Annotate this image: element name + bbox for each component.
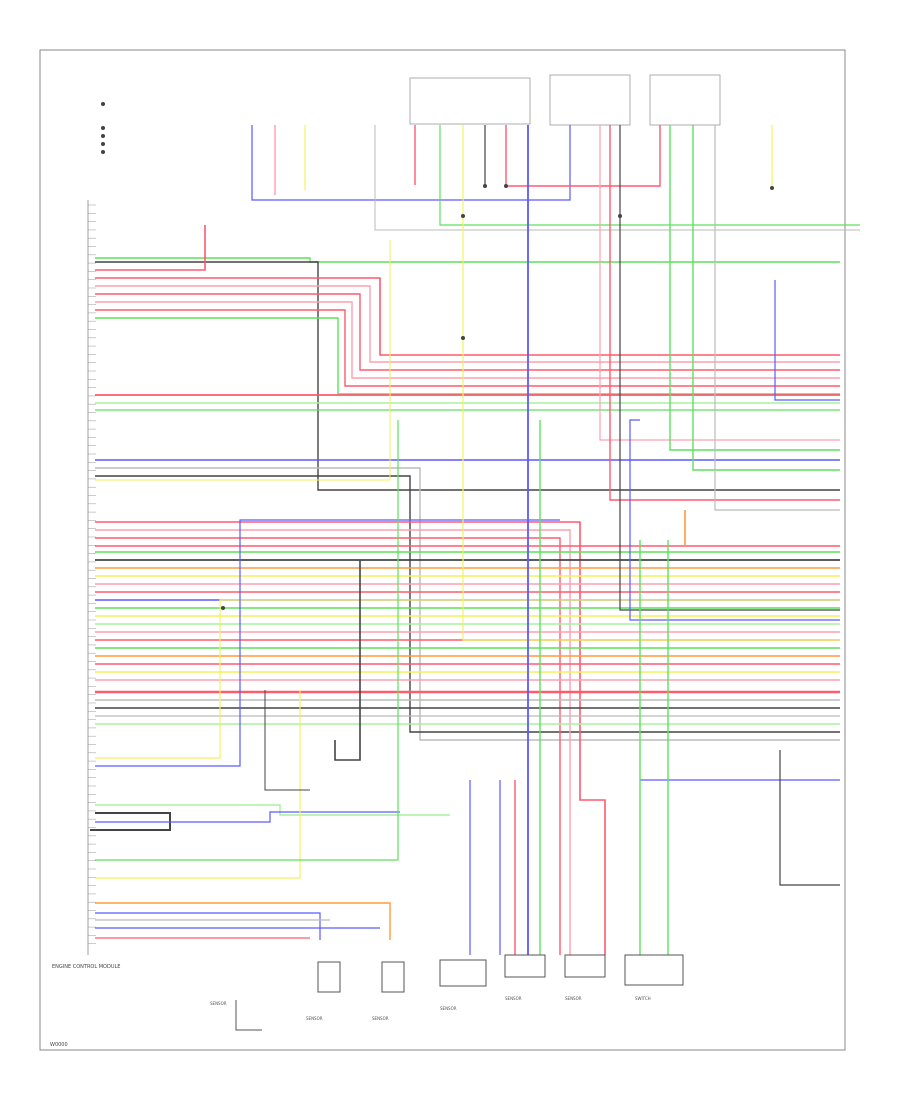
bottom-component-2 <box>381 961 405 993</box>
connector-dot <box>101 150 105 154</box>
wire <box>629 419 840 621</box>
wire <box>95 420 399 861</box>
connector-dot <box>504 184 508 188</box>
wire <box>95 912 321 940</box>
wire <box>439 125 860 226</box>
ecm-connector-column <box>88 204 96 945</box>
wire <box>95 521 606 955</box>
wire <box>95 293 840 371</box>
wire <box>251 125 571 201</box>
wire <box>95 519 560 767</box>
wire <box>774 280 840 401</box>
bottom-component-label-2: SENSOR <box>372 1016 389 1021</box>
bottom-component-1 <box>317 961 341 993</box>
relay-box-1 <box>409 77 531 125</box>
wire <box>95 475 840 733</box>
wire <box>95 225 206 271</box>
wire <box>264 690 310 791</box>
wire <box>619 125 840 611</box>
connector-dot <box>101 134 105 138</box>
wire <box>95 285 840 363</box>
wire <box>95 277 840 356</box>
wire <box>95 529 571 955</box>
wire <box>95 257 840 263</box>
connector-dot <box>770 186 774 190</box>
wire <box>95 690 301 879</box>
connector-dot <box>101 102 105 106</box>
wire <box>95 537 561 955</box>
wire <box>95 902 391 940</box>
connector-dot <box>221 606 225 610</box>
bottom-components <box>235 954 684 1031</box>
connector-dot <box>461 214 465 218</box>
wire <box>779 750 840 886</box>
wire <box>334 560 361 761</box>
wire <box>95 811 400 823</box>
diagram-frame <box>39 49 846 1051</box>
wire <box>95 309 840 387</box>
connector-dot <box>461 336 465 340</box>
wire <box>95 317 840 395</box>
relay-box-2 <box>549 74 631 126</box>
ecm-label: ENGINE CONTROL MODULE <box>52 964 120 970</box>
top-components <box>409 74 721 126</box>
wire <box>95 599 840 759</box>
connector-dot <box>618 214 622 218</box>
bottom-component-label-1: SENSOR <box>306 1016 323 1021</box>
bottom-component-4 <box>504 954 546 978</box>
wire <box>599 125 840 441</box>
wire <box>95 467 840 741</box>
footer-code: W0000 <box>50 1042 68 1048</box>
connector-dot <box>101 142 105 146</box>
relay-box-3 <box>649 74 721 126</box>
wire <box>505 125 661 187</box>
bottom-component-3 <box>439 959 487 987</box>
wire <box>609 125 840 501</box>
bottom-component-label-4: SENSOR <box>505 996 522 1001</box>
sensor-symbol <box>235 1000 262 1031</box>
connector-dot <box>101 126 105 130</box>
bottom-component-5 <box>564 954 606 978</box>
bottom-component-label-5: SENSOR <box>565 996 582 1001</box>
wire <box>95 301 840 379</box>
wire-bundle <box>90 125 860 955</box>
wire <box>692 125 840 471</box>
wire <box>95 804 450 816</box>
bottom-component-label-3: SENSOR <box>440 1006 457 1011</box>
wire <box>669 125 840 451</box>
connector-dot <box>483 184 487 188</box>
wire <box>374 125 860 231</box>
connector-dots <box>101 102 774 610</box>
wire <box>95 261 840 491</box>
bottom-component-label-7: SWITCH <box>635 996 651 1001</box>
wire <box>95 240 391 481</box>
wire <box>462 125 840 641</box>
bottom-component-label-6: SENSOR <box>210 1001 227 1006</box>
bottom-component-6 <box>624 954 684 986</box>
wire <box>714 125 840 511</box>
